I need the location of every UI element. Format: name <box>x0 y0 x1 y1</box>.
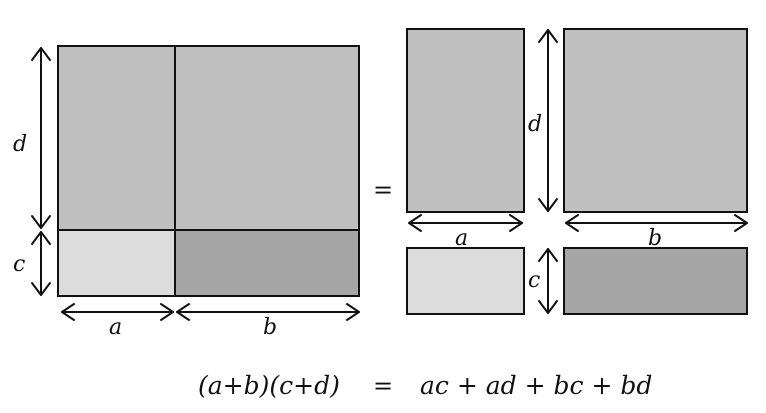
arrow-a-bottom <box>61 303 174 321</box>
region-bd <box>174 45 360 231</box>
formula-rhs: ac + ad + bc + bd <box>420 371 652 400</box>
arrow-b-right <box>565 214 748 232</box>
label-d-right: d <box>528 112 542 137</box>
arrow-d-right <box>538 29 558 212</box>
region-bc <box>174 229 360 297</box>
arrow-b-bottom <box>176 303 360 321</box>
formula-equals: = <box>373 372 393 400</box>
arrow-a-right <box>408 214 523 232</box>
piece-bd <box>563 28 748 213</box>
combined-rectangle <box>57 45 360 297</box>
label-a-bottom: a <box>109 315 122 340</box>
arrow-c-right <box>538 248 558 314</box>
piece-ac <box>406 247 525 315</box>
arrow-c-left <box>31 231 51 296</box>
label-b-bottom: b <box>263 315 277 340</box>
region-ac <box>57 229 176 297</box>
equals-sign-middle: = <box>373 176 393 204</box>
formula-lhs: (a+b)(c+d) <box>198 371 340 400</box>
label-c-left: c <box>13 252 25 277</box>
label-b-right: b <box>648 226 662 251</box>
piece-ad <box>406 28 525 213</box>
piece-bc <box>563 247 748 315</box>
arrow-d-left <box>31 47 51 229</box>
region-ad <box>57 45 176 231</box>
label-c-right: c <box>528 268 540 293</box>
label-d-left: d <box>13 132 27 157</box>
label-a-right: a <box>455 226 468 251</box>
